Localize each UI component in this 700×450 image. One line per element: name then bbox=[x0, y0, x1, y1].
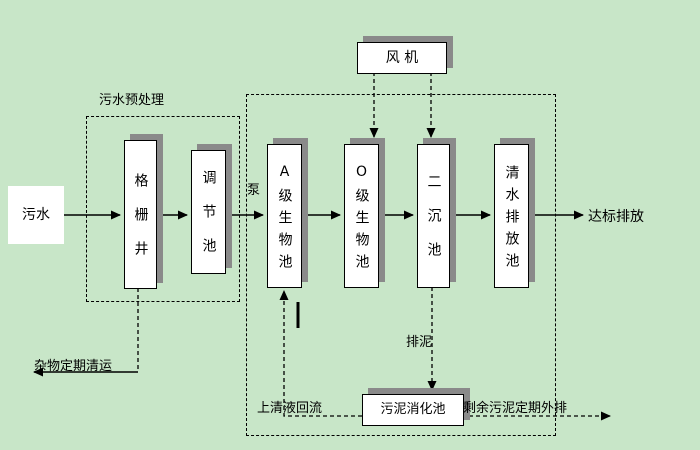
secondary-settling-tank-label: 二沉池 bbox=[425, 174, 442, 276]
influent-box: 污水 bbox=[8, 186, 64, 244]
influent-label: 污水 bbox=[22, 206, 50, 223]
a-bio-tank-box: A级生物池 bbox=[267, 144, 302, 288]
sludge-digestion-tank-label: 污泥消化池 bbox=[380, 402, 446, 418]
pump-label: 泵 bbox=[247, 183, 261, 198]
treatment-group-border bbox=[246, 94, 556, 436]
sludge-discharge-label: 排泥 bbox=[406, 335, 433, 350]
debris-removal-label: 杂物定期清运 bbox=[34, 359, 113, 374]
a-bio-tank-label: A级生物池 bbox=[276, 163, 293, 276]
sludge-digestion-tank-box: 污泥消化池 bbox=[362, 394, 464, 426]
o-bio-tank-box: O级生物池 bbox=[344, 144, 379, 288]
grid-well-box: 格栅井 bbox=[124, 140, 157, 289]
discharge-label: 达标排放 bbox=[588, 209, 644, 225]
clear-water-tank-label: 清水排放池 bbox=[503, 164, 520, 275]
clear-water-tank-box: 清水排放池 bbox=[494, 144, 529, 288]
pretreatment-group-border bbox=[86, 116, 240, 302]
fan-label: 风 机 bbox=[385, 49, 419, 66]
regulation-tank-box: 调节池 bbox=[191, 150, 226, 274]
regulation-tank-label: 调节池 bbox=[200, 170, 217, 272]
grid-well-label: 格栅井 bbox=[132, 172, 149, 275]
o-bio-tank-label: O级生物池 bbox=[353, 163, 370, 276]
fan-box: 风 机 bbox=[357, 42, 447, 74]
pretreatment-title: 污水预处理 bbox=[99, 93, 165, 108]
secondary-settling-tank-box: 二沉池 bbox=[417, 144, 450, 288]
supernatant-return-label: 上清液回流 bbox=[257, 401, 323, 416]
excess-sludge-label: 剩余污泥定期外排 bbox=[463, 401, 568, 416]
